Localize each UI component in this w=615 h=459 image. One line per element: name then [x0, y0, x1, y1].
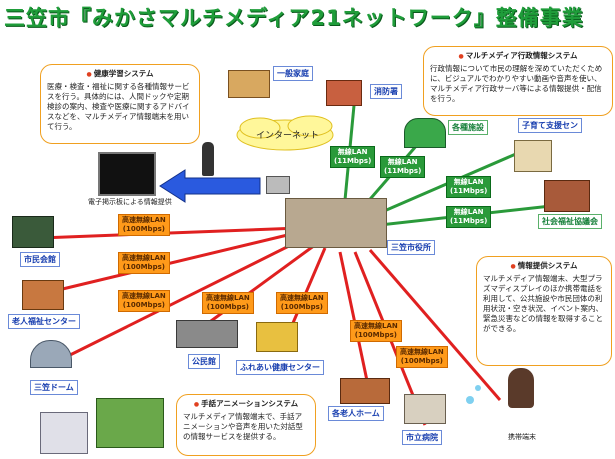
- fire-station-icon: [326, 80, 362, 106]
- link-mobile: [368, 249, 502, 401]
- link-citizen-hall: [39, 226, 301, 240]
- lan-dome-speed: (100Mbps): [122, 301, 165, 309]
- wlan-school-name: 無線LAN: [387, 158, 418, 166]
- fire-station-label: 消防署: [370, 84, 402, 99]
- wlan-school-speed: (11Mbps): [384, 167, 422, 175]
- health-note-body: 医療・検査・福祉に関する各種情報サービスを行う。具体的には、人間ドックや定期検診…: [47, 82, 190, 131]
- wlan-child: 無線LAN(11Mbps): [446, 176, 492, 198]
- wlan-fire-speed: (11Mbps): [334, 157, 372, 165]
- lan-elder-name: 高速無線LAN: [122, 254, 166, 262]
- wlan-fire-name: 無線LAN: [337, 148, 368, 156]
- public-hall-icon: [176, 320, 238, 348]
- lan-elder-speed: (100Mbps): [122, 263, 165, 271]
- lan-citizen-name: 高速無線LAN: [122, 216, 166, 224]
- display-icon: [98, 152, 156, 196]
- link-dome: [59, 236, 306, 362]
- pc-icon: [266, 176, 290, 194]
- lan-elder: 高速無線LAN(100Mbps): [118, 252, 170, 274]
- lan-elder-home-name: 高速無線LAN: [354, 322, 398, 330]
- sign-note-heading: 手話アニメーションシステム: [183, 399, 309, 410]
- elder-home-label: 各老人ホーム: [328, 406, 384, 421]
- lan-hospital-name: 高速無線LAN: [400, 348, 444, 356]
- display-caption: 電子掲示板による情報提供: [88, 198, 172, 206]
- lan-hospital-speed: (100Mbps): [400, 357, 443, 365]
- lan-public-name: 高速無線LAN: [206, 294, 250, 302]
- admin-note-heading: マルチメディア行政情報システム: [430, 51, 606, 62]
- elder-center-icon: [22, 280, 64, 310]
- fureai-label: ふれあい健康センター: [236, 360, 324, 375]
- person-icon: [202, 142, 214, 176]
- elder-center-label: 老人福祉センター: [8, 314, 80, 329]
- link-fureai: [288, 247, 327, 331]
- elder-home-icon: [340, 378, 390, 404]
- dome-label: 三笠ドーム: [30, 380, 78, 395]
- lan-dome: 高速無線LAN(100Mbps): [118, 290, 170, 312]
- lan-hospital: 高速無線LAN(100Mbps): [396, 346, 448, 368]
- wlan-school: 無線LAN(11Mbps): [380, 156, 426, 178]
- lan-elder-home-speed: (100Mbps): [354, 331, 397, 339]
- wlan-welfare: 無線LAN(11Mbps): [446, 206, 492, 228]
- mobile-user-icon: [508, 368, 534, 408]
- link-elder-center: [49, 230, 301, 294]
- info-note: 情報提供システム マルチメディア情報端末、大型プラズマディスプレイのほか携帯電話…: [476, 256, 612, 366]
- admin-note: マルチメディア行政情報システム 行政情報について市民の理解を深めていただくために…: [423, 46, 613, 116]
- health-note: 健康学習システム 医療・検査・福祉に関する各種情報サービスを行う。具体的には、人…: [40, 64, 200, 144]
- lan-public-speed: (100Mbps): [206, 303, 249, 311]
- home-icon: [228, 70, 270, 98]
- lan-fureai: 高速無線LAN(100Mbps): [276, 292, 328, 314]
- info-note-heading: 情報提供システム: [483, 261, 605, 272]
- city-hall-icon: [285, 198, 387, 248]
- wlan-welfare-name: 無線LAN: [453, 208, 484, 216]
- welfare-label: 社会福祉協議会: [538, 214, 602, 229]
- lan-fureai-speed: (100Mbps): [280, 303, 323, 311]
- lan-public: 高速無線LAN(100Mbps): [202, 292, 254, 314]
- lan-fureai-name: 高速無線LAN: [280, 294, 324, 302]
- mobile-caption: 携帯端末: [508, 433, 536, 441]
- child-center-label: 子育て支援セン: [518, 118, 582, 133]
- city-hall-label: 三笠市役所: [387, 240, 435, 255]
- lan-elder-home: 高速無線LAN(100Mbps): [350, 320, 402, 342]
- child-center-icon: [514, 140, 552, 172]
- admin-note-body: 行政情報について市民の理解を深めていただくために、ビジュアルでわかりやすい動画や…: [430, 64, 603, 103]
- lan-citizen-speed: (100Mbps): [122, 225, 165, 233]
- page-title: 三笠市『みかさマルチメディア21ネットワーク』整備事業: [4, 6, 584, 30]
- wlan-fire: 無線LAN(11Mbps): [330, 146, 376, 168]
- lan-citizen: 高速無線LAN(100Mbps): [118, 214, 170, 236]
- citizen-hall-icon: [12, 216, 54, 248]
- hospital-icon: [404, 394, 446, 424]
- info-note-body: マルチメディア情報端末、大型プラズマディスプレイのほか携帯電話を利用して、公共施…: [483, 274, 603, 333]
- home-label: 一般家庭: [273, 66, 313, 81]
- facility-icon: [404, 118, 446, 148]
- public-hall-label: 公民館: [188, 354, 220, 369]
- internet-cloud: [236, 115, 334, 151]
- wlan-welfare-speed: (11Mbps): [450, 217, 488, 225]
- sign-photo: [96, 398, 164, 448]
- internet-label: インターネット: [256, 131, 320, 141]
- health-note-heading: 健康学習システム: [47, 69, 193, 80]
- fureai-icon: [256, 322, 298, 352]
- welfare-icon: [544, 180, 590, 212]
- wlan-child-speed: (11Mbps): [450, 187, 488, 195]
- hospital-label: 市立病院: [402, 430, 442, 445]
- arrow-to-display: [159, 169, 261, 203]
- sign-note: 手話アニメーションシステム マルチメディア情報端末で、手話アニメーションや音声を…: [176, 394, 316, 456]
- sign-note-body: マルチメディア情報端末で、手話アニメーションや音声を用いた対話型の情報サービスを…: [183, 412, 303, 441]
- kiosk-icon: [40, 412, 88, 454]
- wlan-child-name: 無線LAN: [453, 178, 484, 186]
- facility-label: 各種施設: [448, 120, 488, 135]
- citizen-hall-label: 市民会館: [20, 252, 60, 267]
- lan-dome-name: 高速無線LAN: [122, 292, 166, 300]
